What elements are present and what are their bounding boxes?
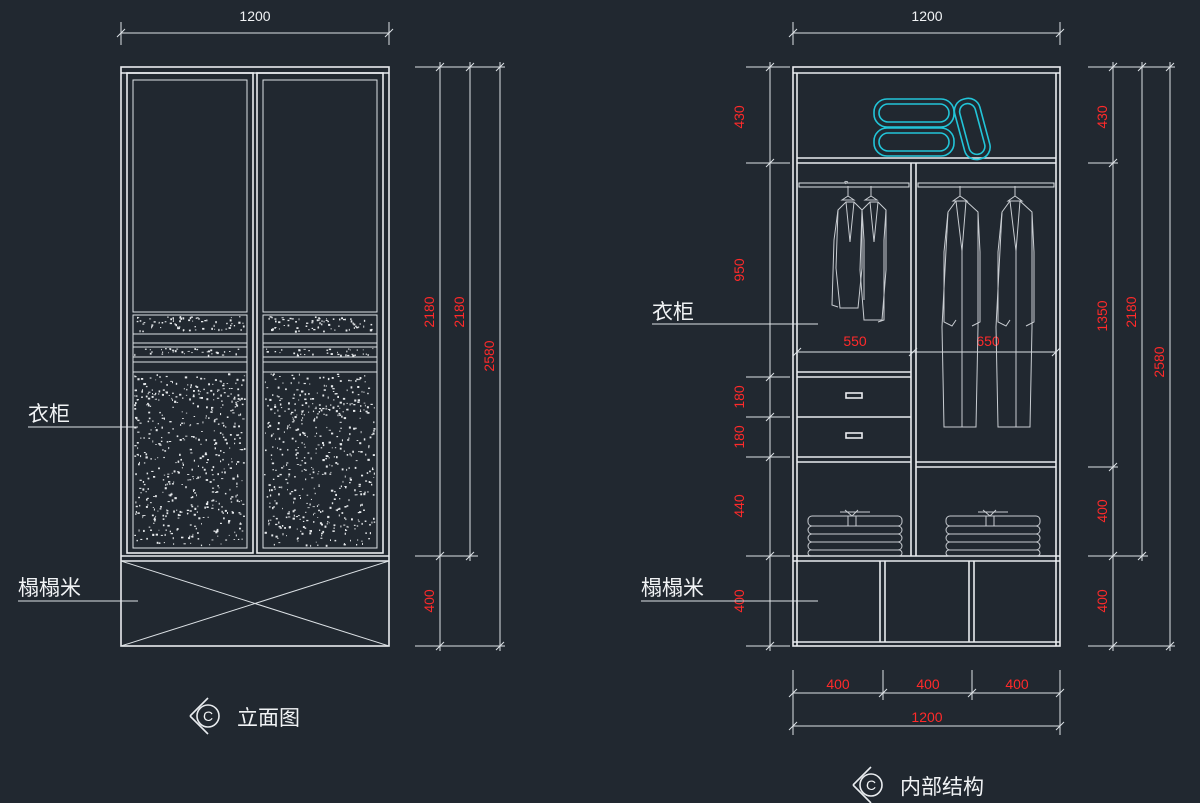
elevation-title: C 立面图 — [189, 697, 300, 735]
interior-right-dim-400-a: 400 — [1094, 499, 1110, 523]
elev-dim-400: 400 — [421, 589, 437, 613]
interior-bottom-dimensions: 400 400 400 1200 — [788, 670, 1065, 735]
interior-right-dim-2580: 2580 — [1151, 346, 1167, 377]
hanger-long-coat — [941, 186, 981, 428]
elevation-width-dimension: 1200 — [116, 8, 394, 45]
speckle-pattern — [136, 316, 245, 333]
bottom-dim-400-c: 400 — [1005, 676, 1029, 692]
folded-clothes-left — [807, 509, 903, 557]
speckle-pattern — [134, 348, 240, 357]
interior-left-dim-180-a: 180 — [731, 385, 747, 409]
left-door — [126, 72, 254, 554]
interior-right-dim-400-b: 400 — [1094, 589, 1110, 613]
interior-left-dim-950: 950 — [731, 258, 747, 282]
interior-title: C 内部结构 — [852, 766, 984, 803]
interior-right-dimensions: 430 1350 400 400 2180 2580 — [1088, 62, 1175, 651]
hanger-long-coat — [995, 186, 1035, 428]
interior-left-dim-180-b: 180 — [731, 425, 747, 449]
interior-left-dim-440: 440 — [731, 494, 747, 518]
elevation-height-dimensions: 2180 2180 2580 400 — [415, 62, 505, 651]
elevation-cabinet — [120, 66, 390, 647]
folded-clothes-right — [945, 509, 1041, 557]
right-hanging-rail — [917, 182, 1055, 188]
top-shelf-rolls — [873, 97, 991, 161]
elev-dim-2580: 2580 — [481, 340, 497, 371]
interior-view: 1200 — [641, 8, 1175, 803]
elevation-wardrobe-label: 衣柜 — [28, 402, 70, 426]
interior-title-text: 内部结构 — [900, 775, 984, 799]
left-hanging-rail — [798, 182, 910, 188]
elevation-width-label: 1200 — [239, 8, 270, 24]
interior-right-dim-430: 430 — [1094, 105, 1110, 129]
speckle-pattern — [266, 348, 374, 357]
elevation-view: 1200 — [18, 8, 505, 735]
hanger-coat — [859, 186, 887, 323]
interior-title-marker: C — [866, 777, 876, 793]
bottom-dim-400-b: 400 — [916, 676, 940, 692]
speckle-pattern — [134, 373, 246, 547]
bay-width-550: 550 — [843, 333, 867, 349]
interior-left-dimensions: 430 950 180 180 440 400 — [731, 62, 790, 651]
elevation-tatami-label: 榻榻米 — [18, 576, 81, 600]
interior-width-label: 1200 — [911, 8, 942, 24]
interior-wardrobe-label: 衣柜 — [652, 300, 694, 324]
right-door — [256, 72, 384, 554]
interior-tatami-label: 榻榻米 — [641, 576, 704, 600]
interior-width-dimension: 1200 — [788, 8, 1065, 45]
interior-right-dim-2180: 2180 — [1123, 296, 1139, 327]
speckle-pattern — [268, 316, 373, 333]
bottom-dim-total: 1200 — [911, 709, 942, 725]
bay-width-650: 650 — [976, 333, 1000, 349]
elevation-title-marker: C — [203, 708, 213, 724]
bottom-dim-400-a: 400 — [826, 676, 850, 692]
hanging-clothes — [831, 180, 1035, 428]
interior-left-dim-430: 430 — [731, 105, 747, 129]
drawer-handle-upper — [845, 392, 863, 399]
interior-right-dim-1350: 1350 — [1094, 300, 1110, 331]
drawer-handle-lower — [845, 432, 863, 439]
elev-dim-2180-b: 2180 — [451, 296, 467, 327]
speckle-pattern — [264, 373, 376, 547]
hanger-coat — [831, 180, 865, 309]
elevation-title-text: 立面图 — [237, 706, 300, 730]
elev-dim-2180-a: 2180 — [421, 296, 437, 327]
interior-cabinet: 550 650 — [792, 66, 1061, 647]
